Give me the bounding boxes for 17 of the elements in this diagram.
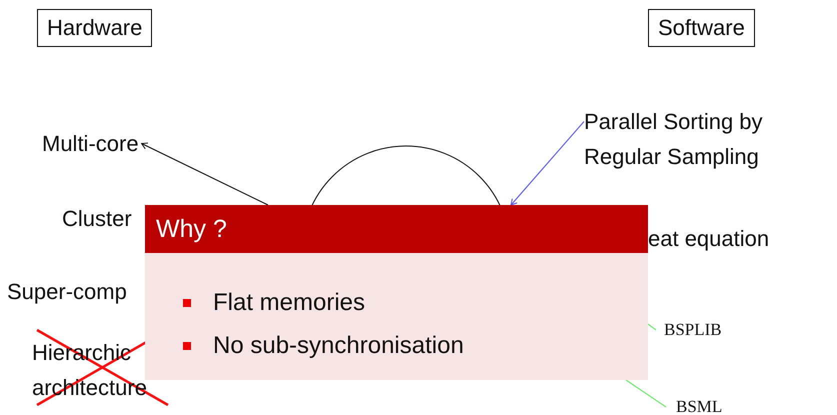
block-title: Why ? [145,205,648,253]
arrow [141,142,268,206]
bullet-item: No sub-synchronisation [183,324,648,367]
node-label: eat equation [648,221,770,256]
node-label: Parallel Sorting by Regular Sampling [584,104,799,174]
connector-line [648,324,656,330]
node-label: Super-comp [7,274,127,309]
node-label: Cluster [62,201,132,236]
bullet-item: Flat memories [183,281,648,324]
node-label: Multi-core [42,126,139,161]
node-label: BSPLIB [664,319,722,341]
arrow [510,121,584,206]
alert-block [145,205,648,380]
label-box: Software [648,9,755,47]
label-box: Hardware [37,9,152,47]
node-label: BSML [676,396,722,415]
connector-line [626,380,666,408]
